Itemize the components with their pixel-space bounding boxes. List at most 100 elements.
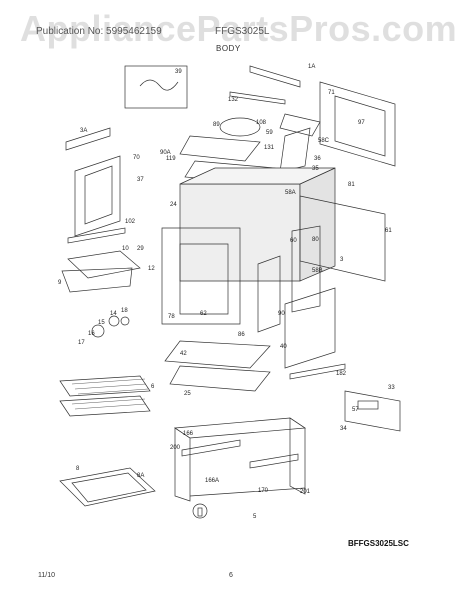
exploded-parts-diagram: 1A 39 132 71 89 108 97 3A 59 58C 90A 119… xyxy=(0,56,464,546)
oven-cavity-top xyxy=(179,167,336,185)
base-rail-166a xyxy=(249,453,299,469)
diagram-drawing: 1A 39 132 71 89 108 97 3A 59 58C 90A 119… xyxy=(58,64,401,520)
leveling-leg-detail xyxy=(192,503,208,519)
callout-label: 3A xyxy=(80,128,87,134)
callout-label: 33 xyxy=(388,385,395,391)
left-side-panel xyxy=(74,155,121,237)
callout-label: 57 xyxy=(352,407,359,413)
callout-label: 35 xyxy=(312,166,319,172)
callout-label: 5 xyxy=(253,514,257,520)
footer-date: 11/10 xyxy=(38,572,55,579)
base-right-rail xyxy=(289,417,306,495)
broiler-grid xyxy=(67,250,141,279)
callout-label: 58B xyxy=(312,268,323,274)
strip-102 xyxy=(67,227,126,244)
model-number: FFGS3025L xyxy=(215,26,270,37)
callout-label: 1A xyxy=(308,64,315,70)
callout-label: 119 xyxy=(166,156,176,162)
side-insulation xyxy=(257,255,281,333)
callout-label: 166 xyxy=(183,431,194,437)
valve-stem xyxy=(108,315,120,327)
vent-body xyxy=(279,127,311,173)
callout-label: 40 xyxy=(280,344,287,350)
oven-rack-lower xyxy=(59,395,151,417)
callout-label: 24 xyxy=(170,202,177,208)
callout-label: 201 xyxy=(300,489,311,495)
base-rail-166 xyxy=(181,439,241,457)
callout-label: 97 xyxy=(358,120,365,126)
page-number: 6 xyxy=(229,572,233,579)
callout-label: 9 xyxy=(58,280,62,286)
storage-drawer-inner xyxy=(71,472,147,503)
rack-wires xyxy=(71,378,149,410)
callout-label: 200 xyxy=(170,445,181,451)
callout-label: 182 xyxy=(336,371,347,377)
left-top-trim xyxy=(65,127,111,151)
callout-label: 102 xyxy=(125,219,136,225)
callout-label: 12 xyxy=(148,266,155,272)
callout-label: 10 xyxy=(122,246,129,252)
callout-label: 89 xyxy=(213,122,220,128)
burner xyxy=(219,117,261,137)
front-frame xyxy=(161,227,241,325)
rear-wall xyxy=(299,195,386,282)
callout-label: 166A xyxy=(205,478,219,484)
callout-label: 131 xyxy=(264,145,275,151)
section-title: BODY xyxy=(216,44,241,53)
rear-bracket xyxy=(291,225,321,313)
rear-panel xyxy=(319,81,396,167)
power-cord xyxy=(139,79,179,91)
callout-label: 90 xyxy=(278,311,285,317)
callout-label: 58A xyxy=(285,190,296,196)
publication-number: Publication No: 5995462159 xyxy=(36,26,162,37)
rear-panel-inner xyxy=(334,95,386,157)
base-rear-rail xyxy=(189,487,306,497)
callout-label: 58C xyxy=(318,138,330,144)
callout-label: 81 xyxy=(348,182,355,188)
strip-182 xyxy=(289,363,346,380)
vent-duct xyxy=(279,113,321,137)
callout-label: 39 xyxy=(175,69,182,75)
callout-label: 62 xyxy=(200,311,207,317)
callout-label: 108 xyxy=(256,120,267,126)
callout-label: 90A xyxy=(160,150,171,156)
leveling-leg xyxy=(197,507,203,517)
callout-label: 71 xyxy=(328,90,335,96)
callout-label: 170 xyxy=(258,488,269,494)
callout-label: 14 xyxy=(110,311,117,317)
right-side-panel xyxy=(284,287,336,369)
callout-label: 78 xyxy=(168,314,175,320)
callout-label: 15 xyxy=(98,320,105,326)
strip-132 xyxy=(229,91,286,105)
top-rear-strip xyxy=(249,65,301,88)
kick-panel-slot xyxy=(357,400,379,410)
callout-label: 37 xyxy=(137,177,144,183)
callout-label: 6 xyxy=(151,384,155,390)
callout-label: 36 xyxy=(314,156,321,162)
oven-rack-upper xyxy=(59,375,151,397)
callout-label: 42 xyxy=(180,351,187,357)
watermark: AppliancePartsPros.com xyxy=(20,8,458,49)
callout-label: 80 xyxy=(312,237,319,243)
callout-label: 8 xyxy=(76,466,80,472)
callout-label: 17 xyxy=(78,340,85,346)
callout-label: 86 xyxy=(238,332,245,338)
oven-door-opening xyxy=(179,243,229,315)
base-front-rail xyxy=(173,417,307,439)
storage-drawer xyxy=(59,467,156,507)
valve-knob xyxy=(91,324,105,338)
burner-shield xyxy=(179,135,261,162)
grommet xyxy=(120,316,130,326)
base-left-rail xyxy=(174,427,191,502)
callout-label: 132 xyxy=(228,97,239,103)
kick-panel xyxy=(344,390,401,432)
oven-cavity-side xyxy=(299,167,336,282)
callout-label: 34 xyxy=(340,426,347,432)
callout-label: 59 xyxy=(266,130,273,136)
power-cord-box xyxy=(124,65,188,109)
callout-label: 16 xyxy=(88,331,95,337)
model-id-label: BFFGS3025LSC xyxy=(348,539,409,548)
callout-label: 70 xyxy=(133,155,140,161)
callout-label: 61 xyxy=(385,228,392,234)
